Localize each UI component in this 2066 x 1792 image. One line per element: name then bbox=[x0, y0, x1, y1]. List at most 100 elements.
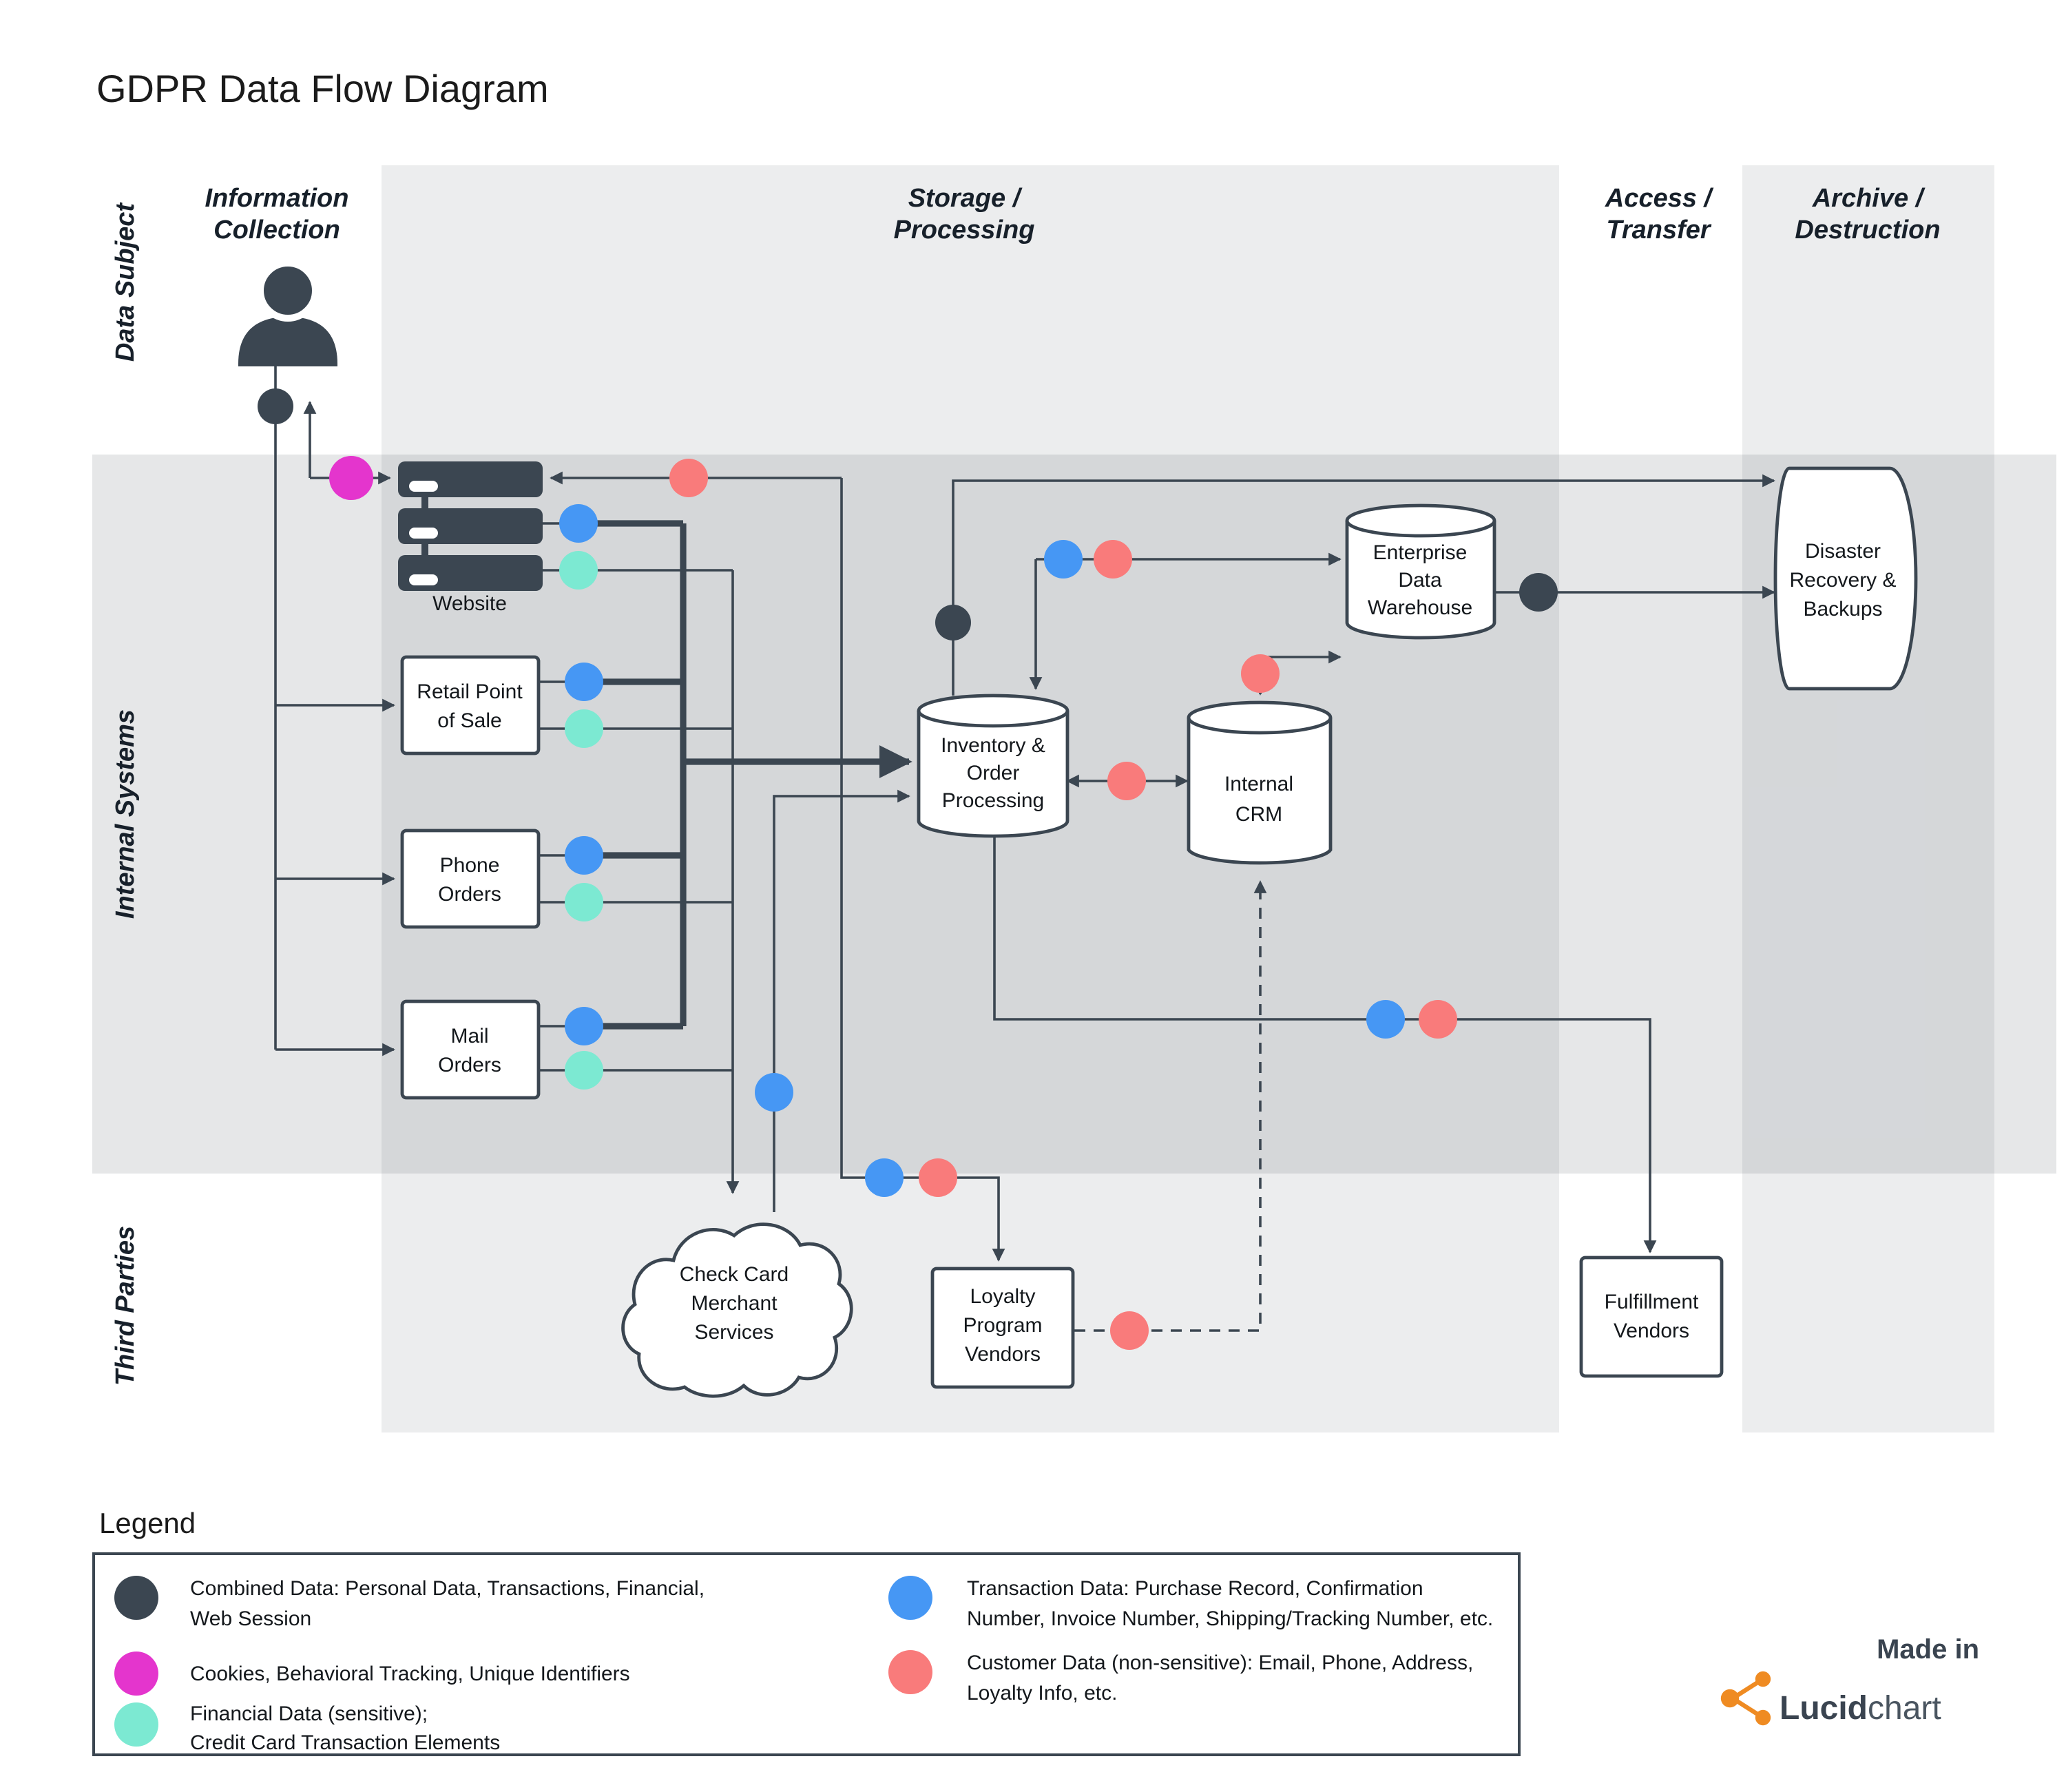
transaction-dot-loyalty-line bbox=[865, 1158, 904, 1197]
svg-text:Archive /: Archive / bbox=[1812, 184, 1926, 213]
legend-box: Combined Data: Personal Data, Transactio… bbox=[92, 1552, 1521, 1756]
svg-text:Orders: Orders bbox=[438, 1054, 501, 1076]
customer-data-dot-to-website bbox=[669, 459, 708, 497]
customer-data-dot-fulfillment-line bbox=[1419, 1000, 1457, 1039]
customer-data-dot-inventory-crm bbox=[1107, 762, 1146, 800]
server-light-1 bbox=[409, 481, 438, 492]
svg-text:Vendors: Vendors bbox=[1614, 1320, 1689, 1342]
financial-dot-phone bbox=[565, 883, 603, 921]
lucidchart-logo: Lucidchart bbox=[1720, 1671, 1941, 1727]
customer-data-dot-loyalty-crm bbox=[1110, 1311, 1149, 1350]
svg-text:Storage /: Storage / bbox=[908, 184, 1023, 213]
column-header-information-collection: Information Collection bbox=[205, 184, 349, 244]
logo-mark-dot-left bbox=[1720, 1689, 1740, 1708]
phone-orders-box: Phone Orders bbox=[400, 829, 541, 929]
website-label: Website bbox=[432, 592, 507, 615]
financial-dot-website bbox=[559, 551, 598, 590]
svg-text:Destruction: Destruction bbox=[1795, 216, 1940, 244]
column-header-storage-processing: Storage / Processing bbox=[894, 184, 1035, 244]
disaster-recovery-cylinder: Disaster Recovery & Backups bbox=[1773, 466, 1918, 691]
person-head bbox=[257, 260, 319, 322]
svg-text:Phone: Phone bbox=[440, 854, 500, 877]
server-bar-1 bbox=[398, 461, 543, 497]
svg-text:Financial Data (sensitive);: Financial Data (sensitive); bbox=[190, 1702, 428, 1725]
person-body bbox=[238, 317, 337, 366]
svg-text:Transaction Data: Purchase Rec: Transaction Data: Purchase Record, Confi… bbox=[967, 1577, 1423, 1600]
legend-dot-cookies bbox=[114, 1652, 158, 1696]
legend-dot-combined bbox=[114, 1576, 158, 1620]
crm-top bbox=[1187, 700, 1333, 735]
fulfillment-vendors-box: Fulfillment Vendors bbox=[1579, 1256, 1724, 1378]
transaction-dot-fulfillment-line bbox=[1366, 1000, 1405, 1039]
svg-text:Inventory &: Inventory & bbox=[941, 734, 1045, 757]
column-header-archive-destruction: Archive / Destruction bbox=[1795, 184, 1940, 244]
combined-data-dot-inventory-line bbox=[935, 605, 971, 640]
svg-text:Enterprise: Enterprise bbox=[1373, 541, 1468, 564]
loyalty-program-vendors-box: Loyalty Program Vendors bbox=[930, 1267, 1075, 1389]
logo-mark-dot-bottom bbox=[1755, 1709, 1771, 1726]
customer-data-dot-crm-edw bbox=[1241, 654, 1280, 693]
retail-pos-rect bbox=[400, 655, 541, 756]
conn-inventory-to-fulfillment bbox=[993, 836, 1657, 1253]
svg-text:Processing: Processing bbox=[894, 216, 1035, 244]
svg-text:Data: Data bbox=[1398, 569, 1442, 592]
svg-text:Loyalty Info, etc.: Loyalty Info, etc. bbox=[967, 1682, 1117, 1705]
svg-text:Credit Card Transaction Elemen: Credit Card Transaction Elements bbox=[190, 1731, 500, 1754]
lucidchart-wordmark: Lucidchart bbox=[1780, 1690, 1941, 1727]
transaction-dot-website bbox=[559, 504, 598, 543]
loyalty-rect bbox=[930, 1267, 1075, 1389]
data-subject-person-icon bbox=[238, 260, 337, 366]
fulfillment-rect bbox=[1579, 1256, 1724, 1378]
svg-text:Loyalty: Loyalty bbox=[970, 1285, 1035, 1308]
inventory-body bbox=[917, 711, 1069, 838]
row-label-internal-systems: Internal Systems bbox=[111, 709, 140, 919]
inventory-order-processing-cylinder: Inventory & Order Processing bbox=[917, 694, 1069, 838]
svg-text:Retail Point: Retail Point bbox=[417, 680, 523, 703]
server-connector-top bbox=[421, 493, 428, 512]
svg-text:Web Session: Web Session bbox=[190, 1607, 311, 1630]
legend-item-customer-data: Customer Data (non-sensitive): Email, Ph… bbox=[888, 1650, 1473, 1705]
svg-text:Information: Information bbox=[205, 184, 349, 213]
row-label-third-parties: Third Parties bbox=[111, 1226, 140, 1386]
server-bar-2 bbox=[398, 508, 543, 544]
svg-text:Backups: Backups bbox=[1803, 598, 1882, 621]
combined-data-dot-person bbox=[258, 388, 293, 424]
transaction-dot-mail bbox=[565, 1007, 603, 1045]
transaction-dot-cloud-return bbox=[755, 1073, 793, 1112]
svg-text:Fulfillment: Fulfillment bbox=[1605, 1291, 1699, 1313]
svg-text:CRM: CRM bbox=[1235, 803, 1282, 826]
legend-dot-financial bbox=[114, 1702, 158, 1747]
svg-text:Collection: Collection bbox=[213, 216, 340, 244]
svg-text:Number, Invoice Number, Shippi: Number, Invoice Number, Shipping/Trackin… bbox=[967, 1607, 1493, 1630]
svg-text:Orders: Orders bbox=[438, 883, 501, 906]
row-label-data-subject: Data Subject bbox=[111, 202, 140, 362]
svg-text:Recovery &: Recovery & bbox=[1789, 569, 1896, 592]
check-card-merchant-cloud: Check Card Merchant Services bbox=[621, 1222, 853, 1398]
made-in-label: Made in bbox=[1877, 1634, 1979, 1665]
transaction-dot-retail bbox=[565, 663, 603, 701]
legend-border bbox=[92, 1552, 1521, 1756]
cookies-dot-website bbox=[329, 456, 373, 500]
svg-text:Access /: Access / bbox=[1605, 184, 1714, 213]
financial-dot-mail bbox=[565, 1051, 603, 1090]
transaction-dot-inventory-edw bbox=[1044, 540, 1083, 579]
inventory-top bbox=[917, 694, 1069, 728]
svg-text:Combined Data: Personal Data,: Combined Data: Personal Data, Transactio… bbox=[190, 1577, 705, 1600]
server-connector-bottom bbox=[421, 540, 428, 559]
server-light-2 bbox=[409, 528, 438, 539]
legend-dot-transaction bbox=[888, 1576, 932, 1620]
mail-orders-box: Mail Orders bbox=[400, 999, 541, 1100]
legend-item-cookies: Cookies, Behavioral Tracking, Unique Ide… bbox=[114, 1652, 630, 1696]
server-light-3 bbox=[409, 574, 438, 585]
disaster-recovery-body bbox=[1773, 466, 1918, 691]
svg-text:of Sale: of Sale bbox=[437, 709, 501, 732]
svg-text:Warehouse: Warehouse bbox=[1368, 596, 1472, 619]
crm-body bbox=[1187, 718, 1333, 865]
svg-text:Disaster: Disaster bbox=[1805, 540, 1881, 563]
legend-item-transaction-data: Transaction Data: Purchase Record, Confi… bbox=[888, 1576, 1493, 1630]
server-bar-3 bbox=[398, 555, 543, 591]
logo-mark-dot-top bbox=[1755, 1671, 1771, 1687]
legend-item-combined-data: Combined Data: Personal Data, Transactio… bbox=[114, 1576, 705, 1630]
